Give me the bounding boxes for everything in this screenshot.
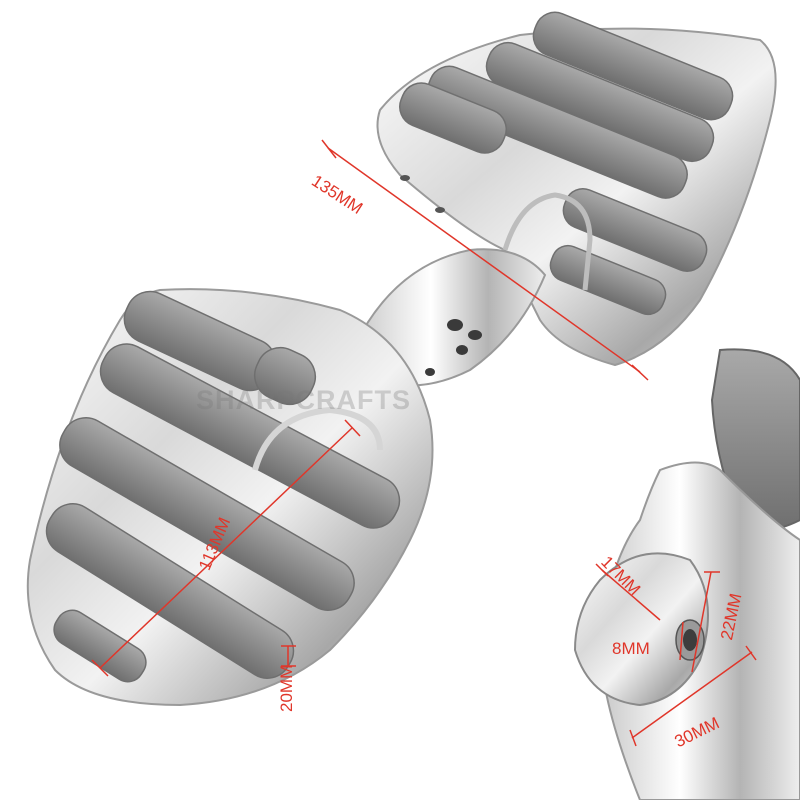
pad-height-dimension-label: 20MM bbox=[277, 664, 296, 712]
lower-footpeg bbox=[26, 288, 434, 707]
bolt-hole-dimension-label: 8MM bbox=[612, 639, 650, 658]
brand-watermark: SHARPCRAFTS bbox=[196, 385, 412, 415]
dimension-lines bbox=[91, 139, 757, 747]
mounting-shaft bbox=[353, 175, 547, 387]
upper-footpeg bbox=[376, 11, 777, 367]
